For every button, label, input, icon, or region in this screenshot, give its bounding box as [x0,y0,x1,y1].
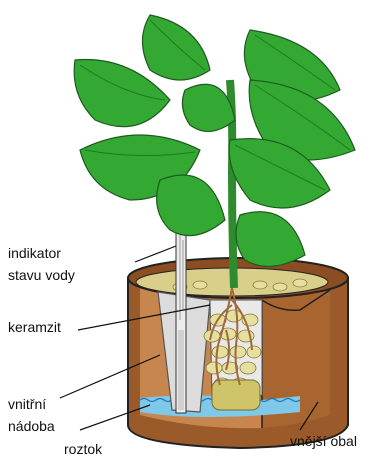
label-inner-pot-line1: vnitřní [8,395,46,413]
label-inner-pot-line2: nádoba [8,417,55,435]
label-clay-pebbles: keramzit [8,318,61,336]
water-level-indicator [174,212,188,413]
label-indicator-line2: stavu vody [8,266,75,284]
label-outer-pot: vnější obal [290,432,357,450]
label-indicator-line1: indikator [8,244,61,262]
label-solution: roztok [64,440,102,458]
leaves [74,15,355,266]
